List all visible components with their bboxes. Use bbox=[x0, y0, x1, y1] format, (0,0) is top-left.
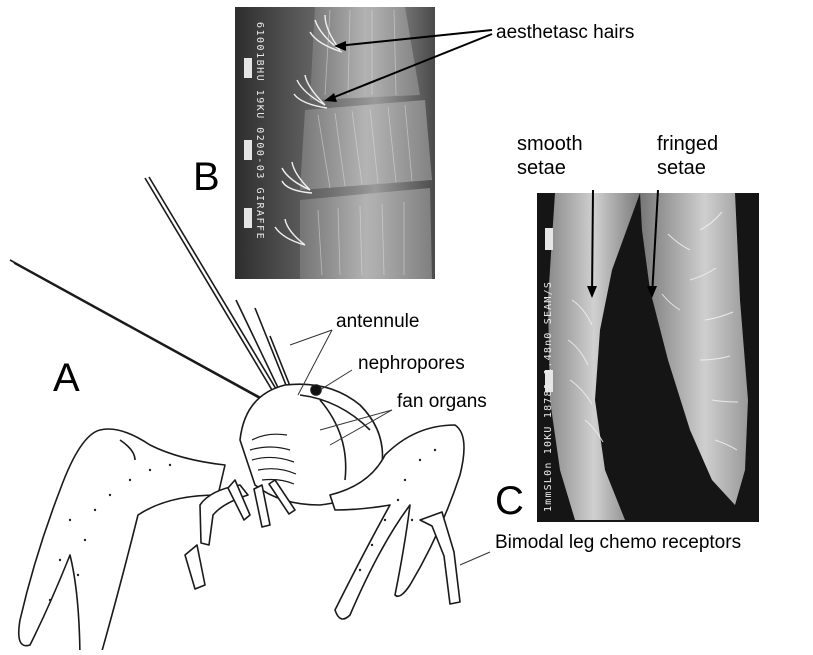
label-bimodal-leg-chemo-receptors: Bimodal leg chemo receptors bbox=[495, 532, 741, 554]
panel-label-c: C bbox=[495, 481, 524, 521]
label-fan-organs: fan organs bbox=[397, 391, 487, 413]
label-antennule: antennule bbox=[336, 311, 419, 333]
label-fringed-line1: fringed bbox=[657, 132, 718, 156]
label-fringed-setae: fringed setae bbox=[657, 132, 718, 180]
panel-label-b: B bbox=[193, 157, 220, 197]
label-smooth-setae: smooth setae bbox=[517, 132, 583, 180]
micrograph-b-caption: 61001BHU 19KU 0200-03 GIRAFFE bbox=[254, 22, 265, 240]
micrograph-c-caption: 1mmSL0n 10KU 18781 1.48n0 SEAM/S bbox=[543, 281, 554, 512]
label-aesthetasc-hairs: aesthetasc hairs bbox=[496, 22, 634, 44]
panel-label-a: A bbox=[53, 358, 80, 398]
label-fringed-line2: setae bbox=[657, 156, 718, 180]
label-nephropores: nephropores bbox=[358, 353, 465, 375]
micrograph-c bbox=[537, 193, 759, 522]
label-smooth-line1: smooth bbox=[517, 132, 583, 156]
label-smooth-line2: setae bbox=[517, 156, 583, 180]
